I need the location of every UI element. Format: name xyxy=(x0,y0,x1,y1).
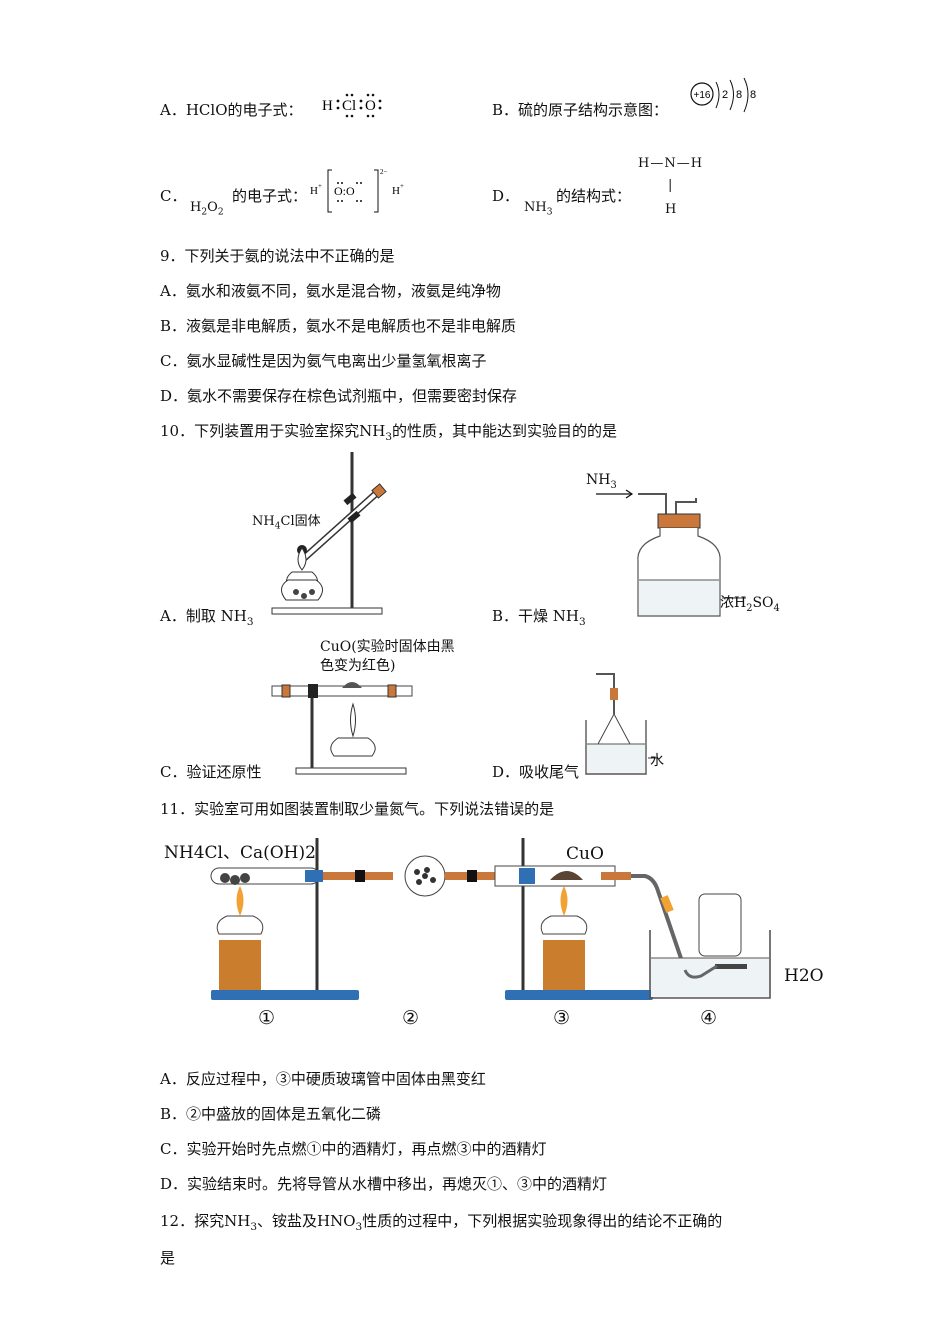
h-left: H xyxy=(310,185,318,197)
q8-option-c: C． xyxy=(160,186,186,206)
fig-c-label-2: 色变为红色) xyxy=(320,658,396,674)
q10-option-c: C．验证还原性 xyxy=(160,763,262,781)
q8-option-d: D． xyxy=(492,186,519,206)
q12-stem-line2: 是 xyxy=(160,1249,176,1267)
fig-d-absorption-beaker xyxy=(585,673,658,775)
svg-text:2−: 2− xyxy=(380,168,388,176)
q9-option-a: A．氨水和液氨不同，氨水是混合物，液氨是纯净物 xyxy=(160,282,501,300)
q8-option-b: B．硫的原子结构示意图： xyxy=(492,100,668,120)
fig-c-reduction-apparatus xyxy=(271,682,413,775)
q11-option-d: D．实验结束时。先将导管从水槽中移出，再熄灭①、③中的酒精灯 xyxy=(160,1175,608,1193)
fig-b-drying-bottle xyxy=(596,489,746,617)
shell-1: 2 xyxy=(722,89,728,101)
q8-option-a: A．HClO的电子式： xyxy=(160,100,303,120)
q9-option-b: B．液氨是非电解质，氨水不是电解质也不是非电解质 xyxy=(160,317,517,335)
q8-option-d-text: 的结构式： xyxy=(556,187,632,205)
fig-a-label: NH4Cl固体 xyxy=(252,514,321,532)
nh3-formula: NH3 xyxy=(524,200,553,218)
q10-stem: 10．下列装置用于实验室探究NH3的性质，其中能达到实验目的的是 xyxy=(160,422,618,443)
option-text: 的电子式： xyxy=(227,101,303,119)
nh3-struct-bond: | xyxy=(668,178,673,193)
q10-option-d: D．吸收尾气 xyxy=(492,763,580,781)
option-letter: B． xyxy=(492,101,519,119)
h2o2-formula: H2O2 xyxy=(190,200,224,218)
q11-option-c: C．实验开始时先点燃①中的酒精灯，再点燃③中的酒精灯 xyxy=(160,1140,547,1158)
fig-11-h2o-label: H2O xyxy=(784,966,824,986)
hclo-electron-formula: H Cl O xyxy=(322,93,382,118)
fig-11-num-1: ① xyxy=(258,1007,276,1029)
option-letter: D． xyxy=(492,187,520,205)
q12-stem: 12．探究NH3、铵盐及HNO3性质的过程中，下列根据实验现象得出的结论不正确的 xyxy=(160,1212,723,1233)
fig-11-num-3: ③ xyxy=(553,1007,571,1029)
q9-option-d: D．氨水不需要保存在棕色试剂瓶中，但需要密封保存 xyxy=(160,387,518,405)
sulfur-atom-diagram: +16 2 8 8 xyxy=(690,77,756,113)
q9-stem: 9．下列关于氨的说法中不正确的是 xyxy=(160,247,395,265)
nh3-struct-bottom: H xyxy=(665,202,677,217)
q9-option-c: C．氨水显碱性是因为氨气电离出少量氢氧根离子 xyxy=(160,352,487,370)
svg-text:+: + xyxy=(318,182,322,190)
svg-text:H: H xyxy=(322,98,333,114)
q10-option-b: B．干燥 NH3 xyxy=(492,607,586,628)
fig-11-num-2: ② xyxy=(402,1007,420,1029)
nucleus-label: +16 xyxy=(694,90,711,101)
formula-text: HClO xyxy=(185,101,228,119)
svg-text:Cl: Cl xyxy=(342,98,356,114)
fig-a-heating-apparatus xyxy=(271,452,387,615)
svg-text:+: + xyxy=(400,182,404,190)
shell-2: 8 xyxy=(736,89,742,101)
fig-b-acid-label: 浓H2SO4 xyxy=(720,595,780,614)
q11-option-a: A．反应过程中，③中硬质玻璃管中固体由黑变红 xyxy=(160,1070,486,1088)
option-letter: A． xyxy=(160,101,186,119)
fig-b-nh3-label: NH3 xyxy=(586,472,617,491)
fig-c-label-1: CuO(实验时固体由黑 xyxy=(320,639,455,655)
q8-option-c-text: 的电子式： xyxy=(232,187,308,205)
fig-11-reagent-label: NH4Cl、Ca(OH)2 xyxy=(164,843,316,863)
q10-option-a: A．制取 NH3 xyxy=(160,607,254,628)
oo-core: O:O xyxy=(334,184,355,198)
nh3-struct-top: H—N—H xyxy=(638,156,704,171)
fig-11-num-4: ④ xyxy=(700,1007,718,1029)
h-right: H xyxy=(392,185,400,197)
fig-d-water-label: 水 xyxy=(650,753,664,769)
option-letter: C． xyxy=(160,187,187,205)
svg-text:O: O xyxy=(365,98,376,114)
fig-11-nitrogen-apparatus xyxy=(210,838,771,1000)
h2o2-electron-formula: H + O:O 2− H + xyxy=(310,168,404,213)
q11-option-b: B．②中盛放的固体是五氧化二磷 xyxy=(160,1105,382,1123)
shell-3: 8 xyxy=(750,89,756,101)
fig-11-cuo-label: CuO xyxy=(566,844,604,864)
option-text: 硫的原子结构示意图： xyxy=(518,101,669,119)
q11-stem: 11．实验室可用如图装置制取少量氮气。下列说法错误的是 xyxy=(160,800,555,818)
